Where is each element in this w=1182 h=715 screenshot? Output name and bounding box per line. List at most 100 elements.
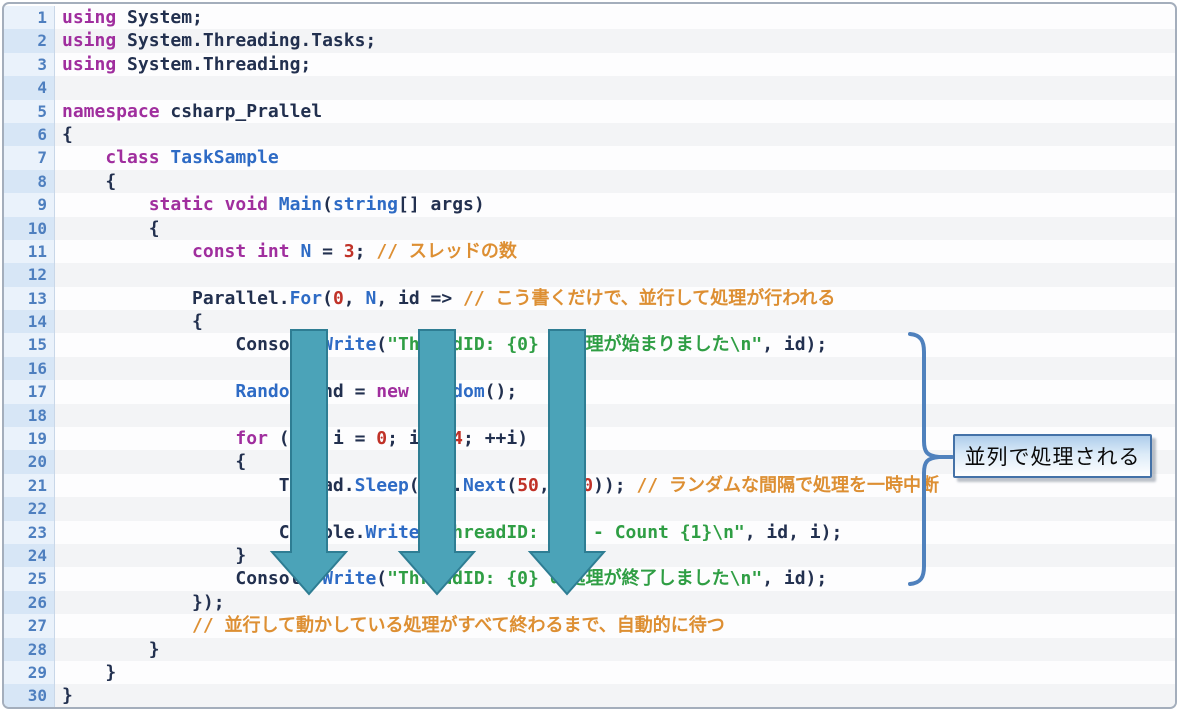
code-line[interactable]: 12	[4, 263, 1175, 287]
code-token: for	[235, 428, 268, 450]
code-line-text[interactable]	[55, 403, 1175, 428]
code-line-text[interactable]: // 並行して動かしている処理がすべて終わるまで、自動的に待つ	[55, 614, 1175, 638]
line-number: 18	[4, 403, 55, 428]
code-token: i =	[322, 428, 377, 450]
code-token: [] args)	[398, 194, 485, 216]
line-number: 11	[4, 239, 55, 264]
code-token: =	[311, 240, 344, 262]
line-number: 4	[4, 76, 55, 100]
code-token: // 並行して動かしている処理がすべて終わるまで、自動的に待つ	[192, 615, 725, 637]
code-line[interactable]: 10 {	[4, 216, 1175, 240]
code-token: {	[62, 170, 117, 192]
line-number: 30	[4, 684, 55, 707]
code-line-text[interactable]: Console.Write("ThreadID: {0} の処理が始まりました\…	[55, 333, 1175, 357]
code-token: Thread.	[62, 474, 355, 496]
code-line[interactable]: 17 Random rnd = new Random();	[4, 380, 1175, 404]
code-token: , id);	[762, 568, 828, 590]
code-line[interactable]: 4	[4, 76, 1175, 100]
line-number: 25	[4, 567, 55, 591]
line-number: 16	[4, 356, 55, 381]
code-token: System.Threading;	[116, 53, 312, 75]
code-token	[62, 147, 105, 168]
code-line-text[interactable]: namespace csharp_Prallel	[55, 99, 1175, 123]
code-line-text[interactable]	[55, 263, 1175, 287]
code-line-text[interactable]: }	[55, 660, 1175, 685]
code-line-text[interactable]	[55, 497, 1175, 521]
code-line-text[interactable]: const int N = 3; // スレッドの数	[55, 239, 1175, 264]
code-line[interactable]: 26 });	[4, 590, 1175, 615]
code-line-text[interactable]: using System;	[55, 6, 1175, 30]
code-token: Write	[365, 521, 420, 543]
code-line[interactable]: 13 Parallel.For(0, N, id => // こう書くだけで、並…	[4, 286, 1175, 311]
code-line[interactable]: 16	[4, 356, 1175, 381]
code-line-text[interactable]: using System.Threading.Tasks;	[55, 29, 1175, 53]
code-token: ;	[354, 240, 377, 262]
line-number: 13	[4, 286, 55, 311]
code-token: (	[376, 568, 388, 590]
code-line[interactable]: 28 }	[4, 637, 1175, 661]
code-line-text[interactable]	[55, 76, 1175, 100]
code-line[interactable]: 30}	[4, 684, 1175, 707]
code-line-text[interactable]: class TaskSample	[55, 146, 1175, 170]
code-line-text[interactable]: {	[55, 169, 1175, 194]
code-line-text[interactable]	[55, 356, 1175, 381]
code-line[interactable]: 18	[4, 403, 1175, 428]
code-line-text[interactable]: });	[55, 590, 1175, 615]
code-token: }	[62, 685, 73, 707]
code-line-text[interactable]: Console.Write("ThreadID: {0} の処理が終了しました\…	[55, 567, 1175, 591]
line-number: 3	[4, 52, 55, 77]
code-token: rnd =	[300, 381, 377, 403]
code-line[interactable]: 22	[4, 497, 1175, 521]
code-line[interactable]: 24 }	[4, 543, 1175, 568]
code-token: csharp_Prallel	[159, 100, 323, 122]
code-token: new	[376, 381, 409, 403]
code-token: using	[62, 7, 117, 28]
code-line[interactable]: 29 }	[4, 660, 1175, 685]
code-token: , id =>	[376, 287, 464, 309]
code-line-text[interactable]: {	[55, 122, 1175, 147]
code-line-text[interactable]: static void Main(string[] args)	[55, 193, 1175, 217]
code-line[interactable]: 6{	[4, 122, 1175, 147]
code-token	[62, 381, 235, 402]
code-token: }	[62, 638, 160, 660]
code-line-text[interactable]: {	[55, 310, 1175, 334]
code-token: 4	[452, 428, 464, 450]
code-line[interactable]: 9 static void Main(string[] args)	[4, 193, 1175, 217]
code-token: static	[148, 194, 214, 216]
code-line-text[interactable]: }	[55, 543, 1175, 568]
code-token: ));	[593, 474, 637, 496]
code-line[interactable]: 14 {	[4, 310, 1175, 334]
code-line[interactable]: 8 {	[4, 169, 1175, 194]
code-line[interactable]: 15 Console.Write("ThreadID: {0} の処理が始まりま…	[4, 333, 1175, 357]
code-token: Random	[419, 381, 485, 403]
code-token: For	[289, 287, 323, 309]
code-token: int	[257, 240, 290, 262]
code-line[interactable]: 25 Console.Write("ThreadID: {0} の処理が終了しま…	[4, 567, 1175, 591]
code-line-text[interactable]: }	[55, 684, 1175, 707]
code-line-text[interactable]: using System.Threading;	[55, 52, 1175, 77]
code-line[interactable]: 27 // 並行して動かしている処理がすべて終わるまで、自動的に待つ	[4, 614, 1175, 638]
code-token: using	[62, 30, 117, 52]
code-line-text[interactable]: {	[55, 216, 1175, 240]
code-token: System.Threading.Tasks;	[116, 30, 377, 52]
code-token: }	[62, 544, 247, 566]
code-line-text[interactable]: Parallel.For(0, N, id => // こう書くだけで、並行して…	[55, 286, 1175, 311]
code-line[interactable]: 23 Console.Write("ThreadID: {0} - Count …	[4, 520, 1175, 544]
code-line-text[interactable]: Console.Write("ThreadID: {0} - Count {1}…	[55, 520, 1175, 544]
code-line[interactable]: 7 class TaskSample	[4, 146, 1175, 170]
code-line-text[interactable]: Random rnd = new Random();	[55, 380, 1175, 404]
code-token: string	[332, 194, 399, 216]
code-line[interactable]: 11 const int N = 3; // スレッドの数	[4, 239, 1175, 264]
line-number: 27	[4, 614, 55, 638]
line-number: 19	[4, 427, 55, 451]
code-line-text[interactable]: }	[55, 637, 1175, 661]
code-token	[62, 194, 149, 215]
code-token: 3	[343, 240, 355, 262]
code-token: 500	[560, 474, 594, 496]
code-token	[246, 241, 257, 262]
